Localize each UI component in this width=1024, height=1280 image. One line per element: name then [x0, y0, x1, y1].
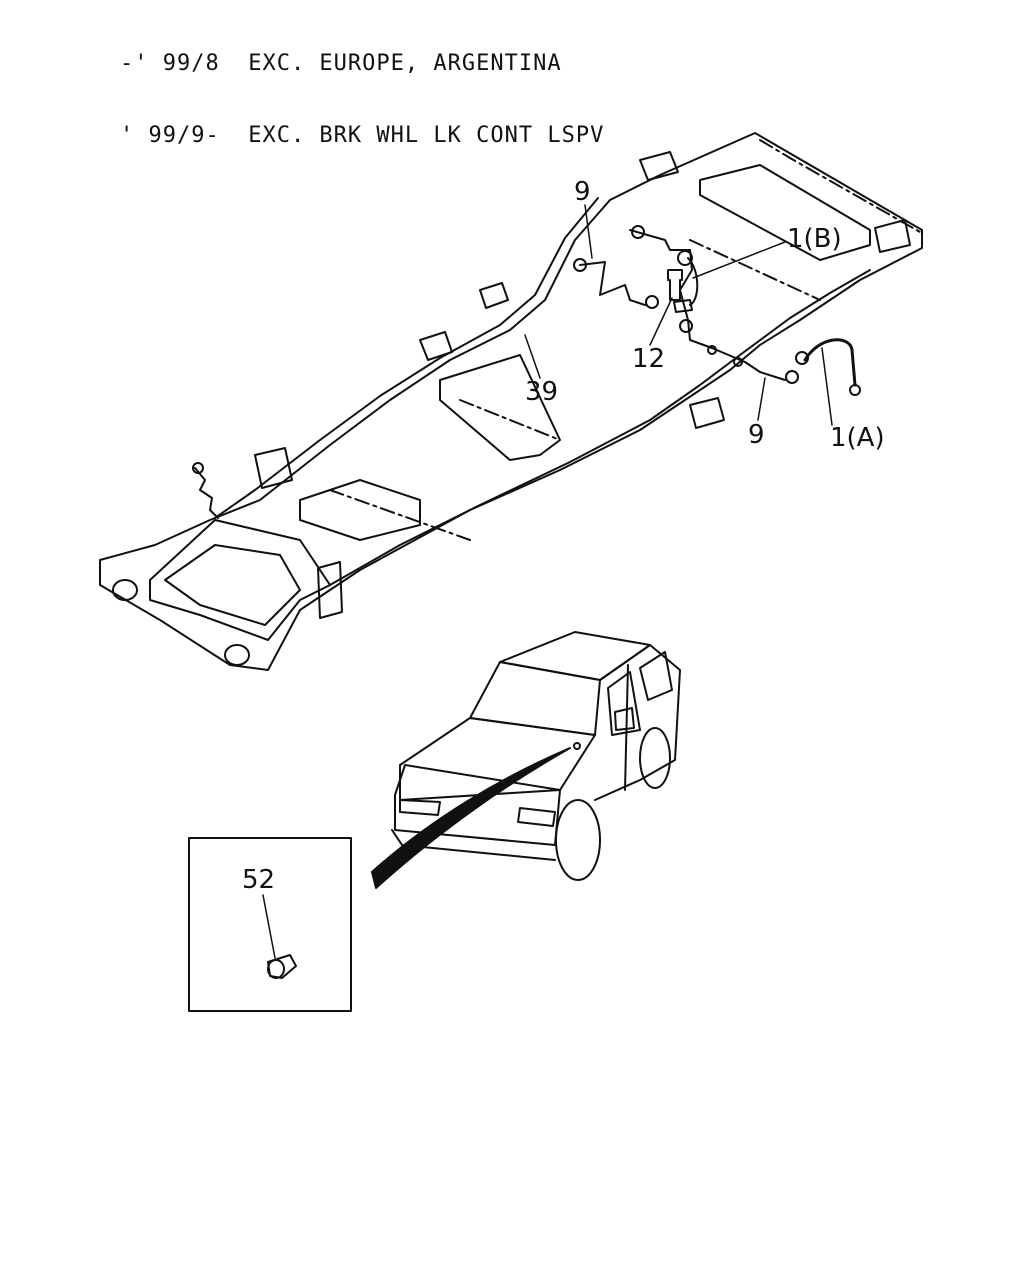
- fitting-3: [677, 250, 693, 266]
- vehicle-illustration: [391, 631, 681, 881]
- brake-line-junction: [629, 229, 786, 381]
- bracket-6: [874, 219, 911, 253]
- tow-hook-right: [224, 644, 250, 666]
- leader-9-upper: [584, 204, 593, 259]
- fitting-8: [795, 351, 809, 365]
- header-line-2: ' 99/9- EXC. BRK WHL LK CONT LSPV: [120, 123, 605, 148]
- frame-left-rail-inner: [214, 197, 599, 519]
- callout-52: 52: [242, 865, 275, 895]
- frame-hidden-line-2: [689, 239, 821, 301]
- brake-hose-b: [687, 257, 699, 306]
- brake-hose-a: [803, 338, 857, 387]
- vehicle-mirror: [614, 707, 635, 731]
- fitting-9: [785, 370, 799, 384]
- vehicle-front-wheel: [555, 799, 601, 881]
- detail-pointer: [371, 747, 571, 889]
- leader-1b: [692, 241, 786, 279]
- fitting-4: [645, 295, 659, 309]
- cross-member-rear: [699, 164, 871, 261]
- cross-member-front: [299, 479, 421, 541]
- vehicle-door-line: [624, 664, 629, 791]
- leader-1a: [821, 347, 833, 426]
- fitting-1: [573, 258, 587, 272]
- callout-1b: 1(B): [787, 224, 842, 254]
- leader-52: [262, 894, 276, 959]
- fitting-11: [192, 462, 204, 474]
- bracket-2: [479, 282, 509, 309]
- callout-9-lower: 9: [748, 420, 765, 450]
- vehicle-side-window-1: [607, 671, 641, 736]
- leader-39: [524, 334, 541, 379]
- header-line-1: -' 99/8 EXC. EUROPE, ARGENTINA: [120, 51, 562, 76]
- vehicle-rear-wheel: [639, 727, 671, 789]
- fitting-6: [707, 345, 717, 355]
- brake-line-left: [579, 261, 646, 306]
- frame-left-rail-outer: [99, 132, 923, 671]
- vehicle-headlight-right: [517, 807, 556, 827]
- bracket-5: [689, 397, 725, 429]
- leader-12: [649, 297, 673, 346]
- fitting-2: [631, 225, 645, 239]
- vehicle-headlight-left: [399, 799, 441, 816]
- vehicle-bumper: [391, 829, 556, 861]
- callout-9-upper: 9: [574, 177, 591, 207]
- vehicle-location-mark: [573, 742, 581, 750]
- detail-box: [188, 837, 352, 1012]
- callout-39: 39: [525, 377, 558, 407]
- brake-lines: [192, 225, 861, 474]
- front-post: [317, 561, 343, 619]
- fitting-10: [849, 384, 861, 396]
- cross-member-mid: [439, 354, 561, 461]
- fitting-5: [679, 319, 693, 333]
- tow-hook-left: [112, 579, 138, 601]
- diagram-header: -' 99/8 EXC. EUROPE, ARGENTINA ' 99/9- E…: [120, 4, 604, 172]
- bracket-4: [254, 447, 293, 489]
- bolt-12: [667, 269, 683, 301]
- fitting-7: [733, 357, 743, 367]
- frame-right-rail-inner: [329, 269, 871, 586]
- frame-hidden-line-1: [759, 139, 921, 233]
- plug-52-face: [267, 959, 285, 979]
- callout-1a: 1(A): [830, 423, 885, 453]
- leader-9-lower: [757, 377, 766, 421]
- front-cross-frame: [149, 519, 331, 641]
- vehicle-grille: [394, 764, 561, 846]
- leader-lines: [262, 204, 833, 959]
- detail-box-frame: [188, 837, 352, 1012]
- vehicle-side-window-2: [639, 651, 673, 701]
- vehicle-side: [594, 644, 681, 801]
- clip: [673, 299, 693, 313]
- bracket-3: [639, 151, 679, 181]
- bracket-1: [419, 331, 453, 361]
- front-brake-pipe: [194, 467, 219, 519]
- frame-hidden-line-3: [329, 489, 471, 541]
- chassis-frame: [99, 132, 923, 671]
- frame-hidden-line-4: [459, 399, 561, 441]
- front-cross-opening: [164, 544, 301, 626]
- callout-12: 12: [632, 344, 665, 374]
- vehicle-hood: [399, 717, 596, 801]
- vehicle-windshield: [469, 661, 601, 736]
